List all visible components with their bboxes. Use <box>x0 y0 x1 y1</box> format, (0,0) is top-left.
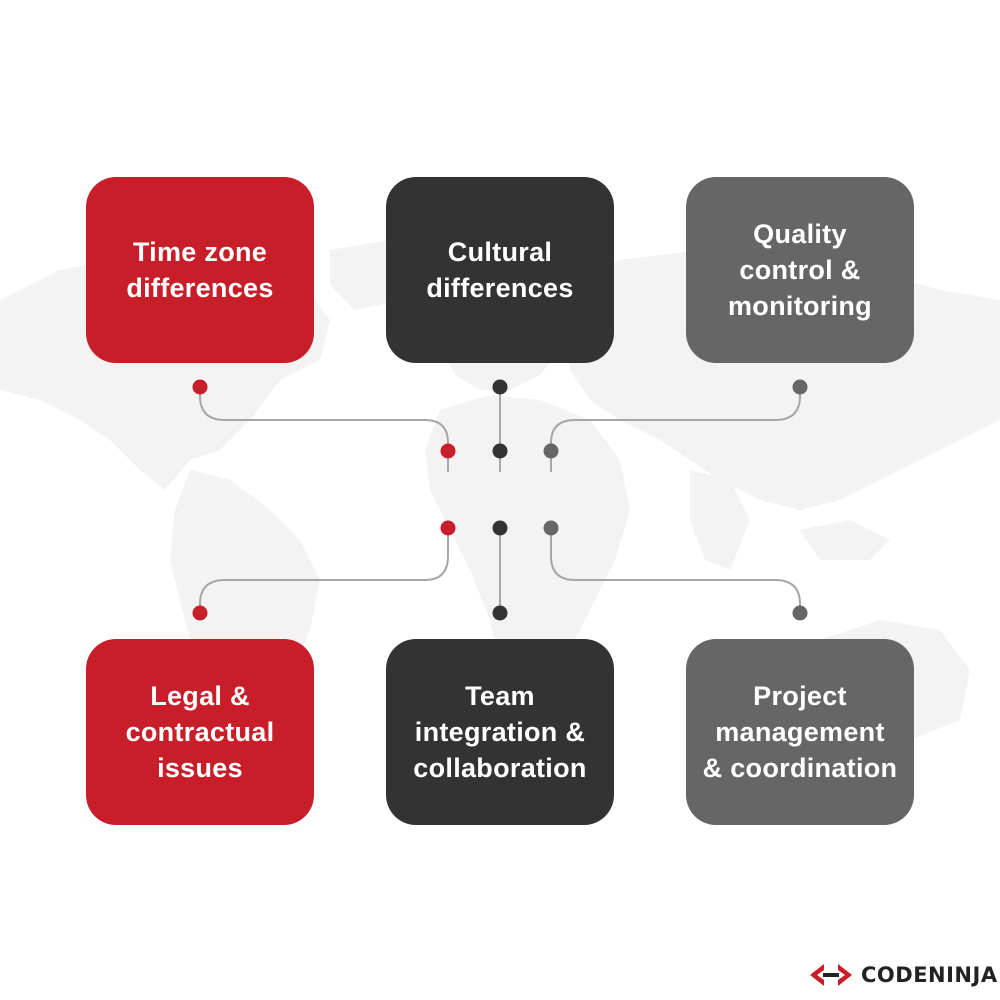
codeninja-mark-icon <box>810 964 852 986</box>
connector-time-zone <box>199 387 449 472</box>
dot-project-bottom <box>792 605 808 621</box>
dot-team-bottom <box>492 605 508 621</box>
dot-project-center <box>543 520 559 536</box>
connector-project <box>550 528 801 613</box>
dot-quality-top <box>792 379 808 395</box>
brand-name: CODENINJA <box>861 963 998 987</box>
dot-legal-center <box>440 520 456 536</box>
dot-cultural-center <box>492 443 508 459</box>
dot-time-zone-top <box>192 379 208 395</box>
connector-quality <box>550 387 801 472</box>
codeninja-logo: CODENINJA <box>808 962 998 988</box>
dot-team-center <box>492 520 508 536</box>
dot-quality-center <box>543 443 559 459</box>
connector-legal <box>199 528 449 613</box>
dot-time-zone-center <box>440 443 456 459</box>
dot-legal-bottom <box>192 605 208 621</box>
dot-cultural-top <box>492 379 508 395</box>
